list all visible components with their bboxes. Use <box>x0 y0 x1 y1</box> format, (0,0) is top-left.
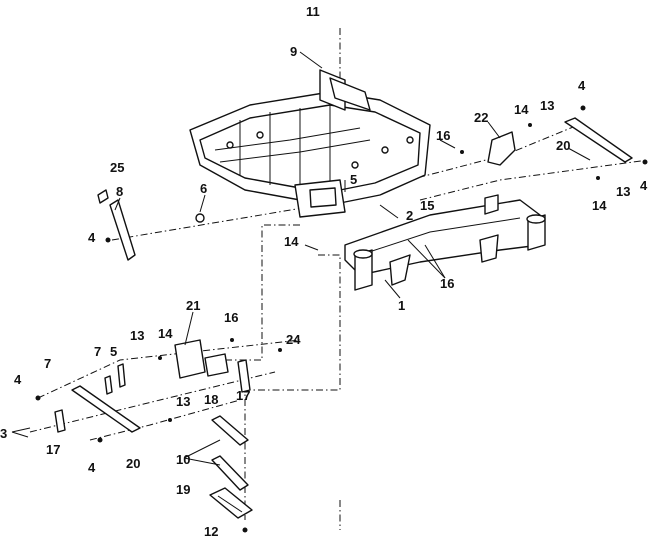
right-small-parts <box>460 105 648 180</box>
callout-13-bottom: 13 <box>176 394 190 409</box>
callout-1: 1 <box>398 298 405 313</box>
callout-25: 25 <box>110 160 124 175</box>
callout-6: 6 <box>200 181 207 196</box>
callout-14-mid: 14 <box>284 234 299 249</box>
callout-20-right: 20 <box>556 138 570 153</box>
callout-3: 3 <box>0 426 7 441</box>
callout-14-low: 14 <box>158 326 173 341</box>
callout-17-right: 17 <box>236 388 250 403</box>
callout-10: 10 <box>176 452 190 467</box>
callout-9: 9 <box>290 44 297 59</box>
main-chassis-frame <box>189 69 431 218</box>
left-small-parts <box>97 189 205 261</box>
lower-strap-parts <box>209 415 253 533</box>
callout-4-right: 4 <box>640 178 648 193</box>
callout-22: 22 <box>474 110 488 125</box>
callout-5-low: 5 <box>110 344 117 359</box>
callout-17-left: 17 <box>46 442 60 457</box>
callout-16-top: 16 <box>436 128 450 143</box>
callout-8: 8 <box>116 184 123 199</box>
callout-13-top: 13 <box>540 98 554 113</box>
callout-16-mid: 16 <box>440 276 454 291</box>
callout-16-low: 16 <box>224 310 238 325</box>
callout-20-bottom: 20 <box>126 456 140 471</box>
callout-19: 19 <box>176 482 190 497</box>
callout-7-a: 7 <box>94 344 101 359</box>
callout-5-top: 5 <box>350 172 357 187</box>
callout-2: 2 <box>406 208 413 223</box>
callout-labels: 11 9 4 22 14 13 16 20 13 4 14 25 8 6 5 1… <box>0 4 648 539</box>
callout-14-right: 14 <box>592 198 607 213</box>
callout-11: 11 <box>306 4 320 19</box>
callout-4-bottom: 4 <box>88 460 96 475</box>
leader-lines <box>11 51 591 466</box>
callout-12: 12 <box>204 524 218 539</box>
callout-15: 15 <box>420 198 434 213</box>
callout-4-top: 4 <box>578 78 586 93</box>
callout-13-right: 13 <box>616 184 630 199</box>
callout-14-top: 14 <box>514 102 529 117</box>
callout-4-low: 4 <box>14 372 22 387</box>
lower-linkage <box>35 338 282 443</box>
callout-7-b: 7 <box>44 356 51 371</box>
callout-21: 21 <box>186 298 200 313</box>
callout-13-low: 13 <box>130 328 144 343</box>
callout-24: 24 <box>286 332 301 347</box>
callout-4-left: 4 <box>88 230 96 245</box>
callout-18: 18 <box>204 392 218 407</box>
lower-cross-frame <box>344 194 546 291</box>
